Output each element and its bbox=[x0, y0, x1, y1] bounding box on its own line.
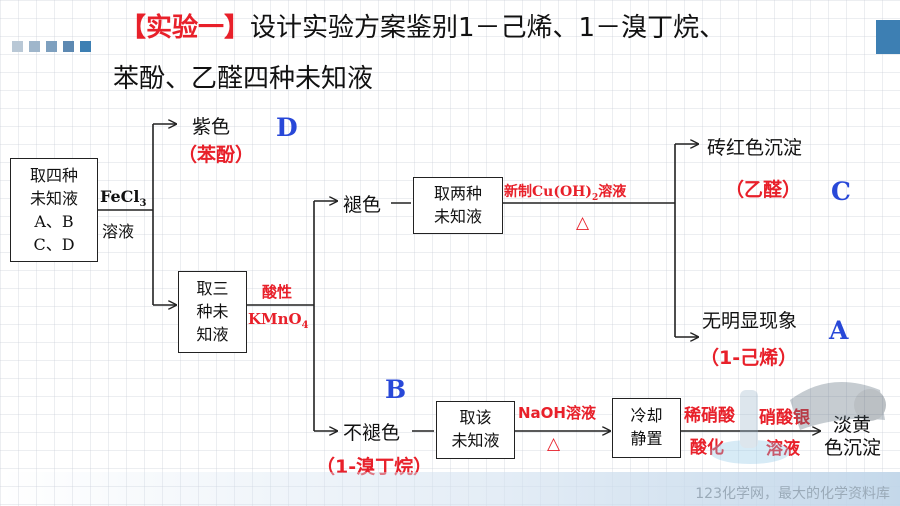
footer-watermark: 123化学网，最大的化学资料库 bbox=[695, 486, 890, 502]
fecl3-formula: FeCl bbox=[100, 187, 140, 206]
letter-d: D bbox=[276, 113, 298, 142]
experiment-label: 【实验一】 bbox=[120, 13, 251, 43]
start-line-3: A、B bbox=[34, 212, 74, 231]
result-hexene: （1-己烯） bbox=[700, 347, 798, 369]
title-text-1: 设计实验方案鉴别1－己烯、1－溴丁烷、 bbox=[250, 13, 726, 43]
reagent-hno3-b: 酸化 bbox=[690, 438, 724, 458]
reagent-fecl3-solvent: 溶液 bbox=[102, 222, 135, 241]
two-line-2: 未知液 bbox=[433, 207, 482, 226]
result-no-decolor: 不褪色 bbox=[343, 422, 401, 444]
result-no-change: 无明显现象 bbox=[702, 310, 798, 332]
fecl3-subscript: 3 bbox=[139, 198, 147, 210]
result-decolor: 褪色 bbox=[343, 194, 382, 216]
two-box: 取两种 未知液 bbox=[413, 177, 503, 234]
slide-title-line1: 【实验一】设计实验方案鉴别1－己烯、1－溴丁烷、 bbox=[120, 7, 725, 44]
reagent-fecl3: FeCl3 bbox=[100, 187, 146, 209]
kmno4-formula: KMnO bbox=[248, 310, 302, 328]
cool-box: 冷却 静置 bbox=[612, 398, 681, 458]
result-phenol: （苯酚） bbox=[178, 144, 255, 166]
reagent-cuoh2: 新制Cu(OH)2溶液 bbox=[504, 181, 626, 203]
two-line-1: 取两种 bbox=[433, 184, 482, 203]
result-acetaldehyde: （乙醛） bbox=[725, 179, 802, 201]
result-purple: 紫色 bbox=[192, 116, 231, 138]
decor-square bbox=[80, 41, 91, 52]
footer-band bbox=[0, 472, 900, 506]
letter-b: B bbox=[385, 375, 407, 404]
decor-square bbox=[46, 41, 57, 52]
reagent-hno3-a: 稀硝酸 bbox=[684, 406, 735, 426]
slide-title-line2: 苯酚、乙醛四种未知液 bbox=[113, 58, 373, 95]
title-text-2: 苯酚、乙醛四种未知液 bbox=[113, 64, 374, 94]
reagent-kmno4: KMnO4 bbox=[248, 310, 309, 331]
start-line-4: C、D bbox=[33, 235, 75, 254]
cuoh2-solvent: 溶液 bbox=[598, 184, 627, 200]
decor-square bbox=[12, 41, 23, 52]
reagent-naoh: NaOH溶液 bbox=[518, 404, 596, 422]
decor-bar-right bbox=[876, 20, 900, 54]
start-line-2: 未知液 bbox=[29, 189, 78, 208]
heat-symbol-2: △ bbox=[547, 434, 561, 454]
kmno4-subscript: 4 bbox=[301, 320, 309, 331]
result-brick-red: 砖红色沉淀 bbox=[707, 137, 803, 159]
reagent-agno3-a: 硝酸银 bbox=[759, 408, 810, 428]
cuoh2-formula: 新制Cu(OH) bbox=[504, 184, 592, 200]
heat-symbol-1: △ bbox=[576, 213, 590, 233]
cuoh2-subscript: 2 bbox=[592, 192, 599, 203]
decor-square bbox=[63, 41, 74, 52]
start-box: 取四种 未知液 A、B C、D bbox=[10, 158, 98, 262]
one-box: 取该 未知液 bbox=[436, 401, 515, 459]
one-line-2: 未知液 bbox=[451, 431, 500, 450]
result-pale-yellow-a: 淡黄 bbox=[833, 414, 872, 436]
reagent-kmno4-label: 酸性 bbox=[262, 283, 293, 301]
letter-c: C bbox=[831, 177, 851, 206]
one-line-1: 取该 bbox=[459, 408, 492, 427]
decor-square bbox=[29, 41, 40, 52]
cool-line-1: 冷却 bbox=[630, 406, 663, 425]
cool-line-2: 静置 bbox=[630, 429, 663, 448]
lab-equipment-image bbox=[710, 382, 886, 464]
three-line-3: 知液 bbox=[196, 325, 229, 344]
start-line-1: 取四种 bbox=[29, 166, 78, 185]
three-line-1: 取三 bbox=[196, 279, 229, 298]
three-line-2: 种未 bbox=[196, 302, 229, 321]
reagent-agno3-b: 溶液 bbox=[766, 434, 800, 459]
three-box: 取三 种未 知液 bbox=[178, 271, 247, 353]
result-pale-yellow-b: 色沉淀 bbox=[824, 437, 882, 459]
letter-a: A bbox=[829, 316, 849, 345]
